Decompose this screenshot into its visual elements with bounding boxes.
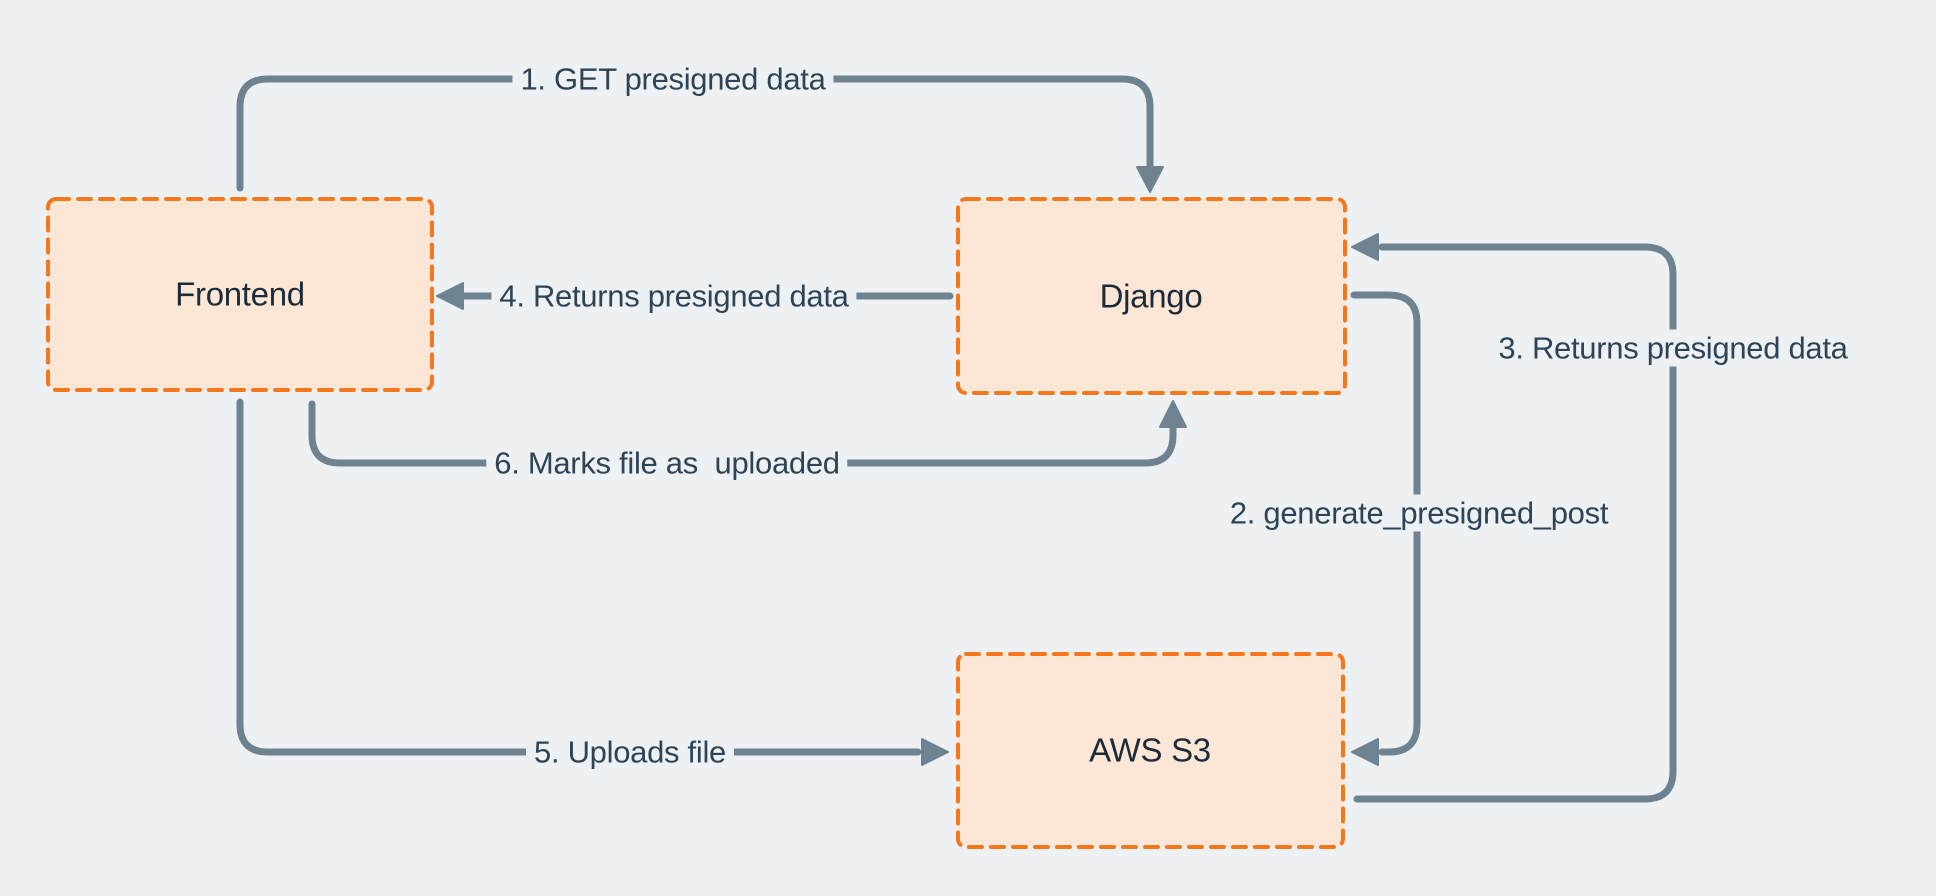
edge-5-arrowhead (921, 738, 949, 766)
node-django-label: Django (1099, 277, 1203, 315)
edge-1-label: 1. GET presigned data (512, 60, 834, 98)
node-django-box (956, 197, 1347, 395)
edge-4-arrowhead (436, 282, 464, 310)
node-aws-s3-box (956, 652, 1345, 849)
node-frontend-label: Frontend (175, 275, 305, 313)
edge-5-label: 5. Uploads file (526, 733, 734, 771)
edge-2-arrowhead (1351, 738, 1379, 766)
edge-4-label: 4. Returns presigned data (491, 277, 857, 315)
edge-3-path (1353, 243, 1677, 803)
edge-6-arrowhead (1159, 400, 1187, 428)
edge-5-path (236, 398, 922, 756)
edge-3-label: 3. Returns presigned data (1490, 329, 1856, 367)
node-frontend-box (46, 197, 434, 392)
edge-2-label: 2. generate_presigned_post (1221, 494, 1617, 532)
edge-1-arrowhead (1136, 166, 1164, 193)
edge-6-label: 6. Marks file as uploaded (486, 444, 848, 482)
node-aws-s3-label: AWS S3 (1089, 731, 1211, 769)
edge-3-arrowhead (1351, 233, 1379, 261)
